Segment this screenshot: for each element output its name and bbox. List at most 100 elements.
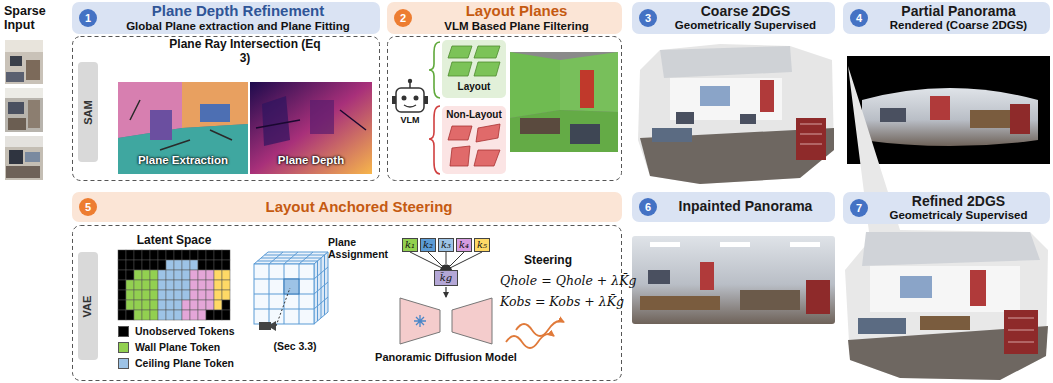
coarse-2dgs-render-part bbox=[740, 114, 756, 124]
latent-cell bbox=[150, 310, 158, 320]
latent-cell bbox=[214, 290, 222, 300]
panel-header: Refined 2DGSGeometricaly Supervised7 bbox=[843, 192, 1050, 224]
plane-assignment-cube bbox=[254, 252, 328, 331]
partial-panorama-render-part bbox=[862, 88, 1038, 146]
refined-2dgs-render-part bbox=[900, 276, 932, 298]
panel-header: Coarse 2DGSGeometrically Supervised3 bbox=[632, 2, 835, 34]
latent-cell bbox=[134, 250, 142, 260]
equation-text: Kobs = Kobs + λK̄g bbox=[500, 295, 626, 309]
coarse-2dgs-render-part bbox=[660, 46, 792, 78]
step-number: 6 bbox=[639, 198, 657, 216]
token-box: k₃ bbox=[438, 238, 454, 252]
refined-2dgs-render-part bbox=[970, 270, 986, 306]
latent-cell bbox=[166, 260, 174, 270]
latent-cell bbox=[118, 280, 126, 290]
latent-cell bbox=[134, 270, 142, 280]
input-thumbnails-part bbox=[9, 150, 23, 164]
inpainted-panorama-render-part bbox=[632, 236, 835, 324]
step-number: 3 bbox=[639, 9, 657, 27]
encoder-bar: SAM bbox=[78, 62, 98, 162]
input-thumbnails-part bbox=[5, 136, 43, 147]
latent-cell bbox=[222, 310, 230, 320]
steering-arrows-part bbox=[516, 321, 564, 336]
label-text: Plane Depth bbox=[250, 154, 372, 167]
coarse-2dgs-render-part bbox=[796, 118, 826, 160]
header-subtitle: Geometricaly Supervised bbox=[889, 209, 1027, 222]
input-thumbnails bbox=[5, 40, 43, 180]
token-box: k̄g bbox=[434, 270, 458, 286]
latent-cell bbox=[126, 290, 134, 300]
input-thumbnails-part bbox=[25, 152, 40, 162]
coarse-2dgs-render-part bbox=[652, 128, 692, 142]
latent-cell bbox=[166, 250, 174, 260]
latent-cell bbox=[198, 300, 206, 310]
latent-cell bbox=[182, 260, 190, 270]
plane-depth-image-part bbox=[310, 100, 334, 134]
latent-cell bbox=[190, 290, 198, 300]
latent-cell bbox=[126, 260, 134, 270]
input-thumbnails-part bbox=[5, 40, 43, 52]
partial-panorama-render-part bbox=[970, 110, 1010, 128]
label-text: Non-Layout bbox=[442, 109, 506, 121]
latent-cell bbox=[126, 310, 134, 320]
steering-arrows-part bbox=[506, 334, 554, 348]
plane-assignment-cube-part bbox=[314, 255, 328, 321]
latent-cell bbox=[134, 260, 142, 270]
latent-cell bbox=[126, 300, 134, 310]
panel-frames-part bbox=[73, 37, 380, 181]
latent-cell bbox=[166, 310, 174, 320]
latent-cell bbox=[134, 280, 142, 290]
label-text: VLM bbox=[392, 115, 428, 125]
inpainted-panorama-render-part bbox=[700, 262, 714, 290]
latent-cell bbox=[174, 310, 182, 320]
inpainted-panorama-render-part bbox=[790, 242, 820, 247]
inpainted-panorama-render-part bbox=[648, 270, 670, 284]
header-subtitle: Rendered (Coarse 2DGS) bbox=[890, 19, 1027, 32]
token-box: k₄ bbox=[456, 238, 472, 252]
layout-overlay-image-part bbox=[510, 52, 560, 118]
token-label: k₁ bbox=[405, 240, 415, 250]
vlm-robot-icon bbox=[392, 79, 428, 112]
latent-cell bbox=[206, 260, 214, 270]
layout-overlay-image bbox=[510, 52, 618, 152]
non-layout-plane-group-part bbox=[442, 106, 506, 174]
step-number-text: 5 bbox=[85, 202, 91, 213]
step-number: 2 bbox=[394, 9, 412, 27]
plane-extraction-image-part bbox=[130, 100, 232, 150]
vlm-robot-icon-part bbox=[396, 88, 424, 112]
latent-cell bbox=[142, 280, 150, 290]
header-subtitle: Global Plane extraction and Plane Fittin… bbox=[126, 20, 350, 33]
plane-assignment-cube-part bbox=[254, 264, 314, 324]
label-text: Plane Ray Intersection (Eq 3) bbox=[166, 38, 324, 66]
latent-cell bbox=[206, 250, 214, 260]
step-number: 4 bbox=[850, 9, 868, 27]
inpainted-panorama-render bbox=[632, 236, 835, 324]
diffusion-model-icon-part bbox=[445, 287, 446, 297]
plane-assignment-cube-part bbox=[276, 288, 290, 326]
input-thumbnails-part bbox=[5, 136, 43, 180]
coarse-2dgs-render-part bbox=[676, 112, 694, 124]
header-subtitle: Geometrically Supervised bbox=[675, 19, 816, 32]
plane-extraction-image bbox=[118, 82, 248, 174]
steering-arrows bbox=[506, 321, 564, 348]
filter-brackets-part bbox=[429, 42, 440, 98]
latent-cell bbox=[214, 270, 222, 280]
layout-overlay-image-part bbox=[580, 70, 594, 108]
step-number-text: 7 bbox=[856, 203, 862, 214]
vlm-robot-icon-part bbox=[424, 96, 428, 104]
latent-cell bbox=[214, 260, 222, 270]
latent-cell bbox=[206, 310, 214, 320]
panel-header: Inpainted Panorama6 bbox=[632, 192, 835, 222]
header-title: Layout Anchored Steering bbox=[266, 199, 453, 216]
legend-swatch bbox=[118, 358, 129, 369]
bar-label: VAE bbox=[83, 295, 94, 317]
refined-2dgs-render-part bbox=[1004, 310, 1038, 354]
input-thumbnails-part bbox=[6, 72, 24, 82]
vlm-robot-icon-part bbox=[408, 79, 412, 83]
latent-cell bbox=[126, 280, 134, 290]
latent-cell bbox=[134, 310, 142, 320]
latent-cell bbox=[142, 270, 150, 280]
coarse-2dgs-render bbox=[638, 44, 834, 184]
input-thumbnails-part bbox=[28, 100, 40, 128]
latent-cell bbox=[134, 300, 142, 310]
